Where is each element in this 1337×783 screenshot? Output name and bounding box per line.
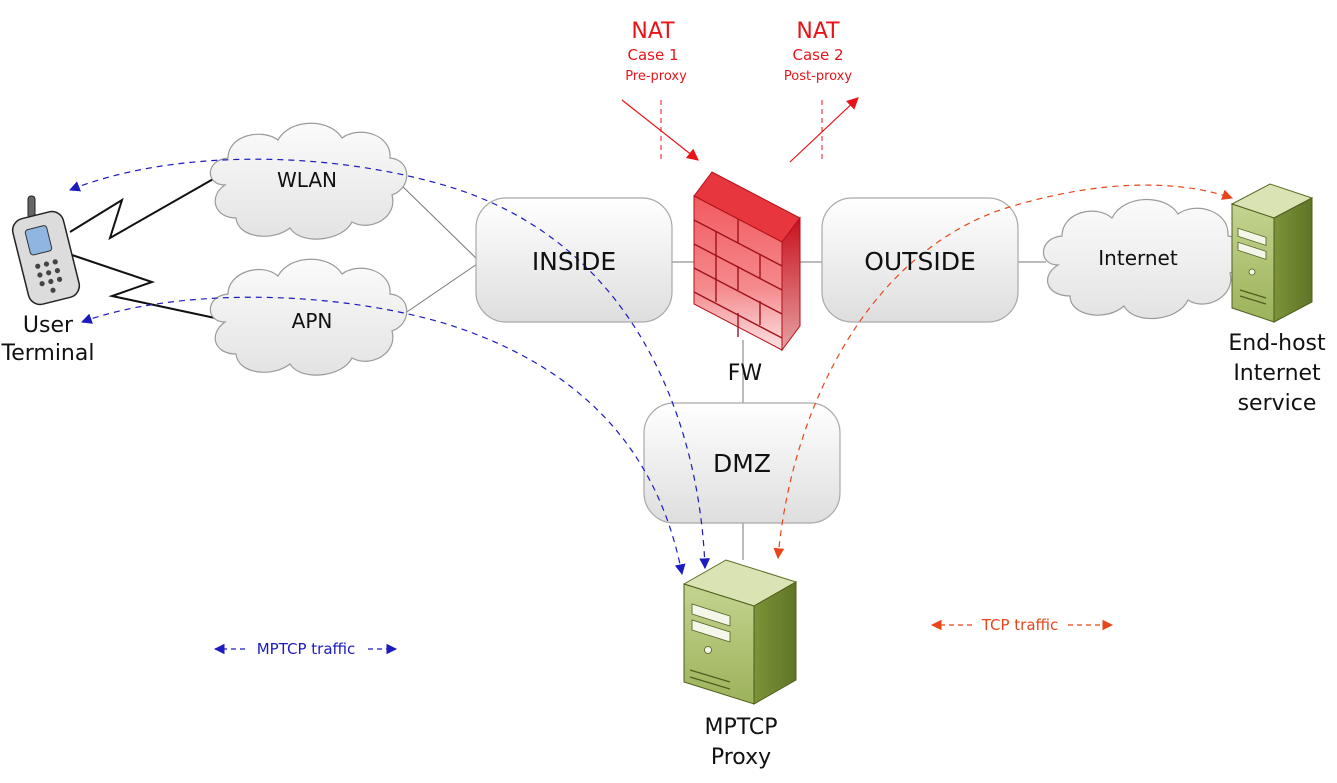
legend-tcp-label: TCP traffic <box>981 616 1059 634</box>
mptcp-path-wlan <box>68 158 711 570</box>
user-terminal-label-line-2: Terminal <box>1 341 95 366</box>
nat-case2-case: Case 2 <box>792 46 843 64</box>
nat-case1-arrow <box>621 99 699 161</box>
nat-annotations <box>621 97 859 163</box>
mobile-phone-icon <box>11 195 81 306</box>
fw-label: FW <box>728 361 763 386</box>
mptcp-path-apn <box>80 296 686 576</box>
end-host-label-line-2: Internet <box>1233 361 1321 386</box>
end-host-server-icon <box>1230 183 1314 323</box>
link-wlan-inside <box>397 181 481 263</box>
nat-case1-sub: Pre-proxy <box>625 69 687 84</box>
nat-case2-arrow <box>789 97 859 163</box>
outside-label: OUTSIDE <box>864 247 976 276</box>
tcp-path <box>773 184 1234 560</box>
mptcp-proxy-label-line-1: MPTCP <box>704 715 777 740</box>
apn-label: APN <box>292 309 333 333</box>
internet-label: Internet <box>1098 246 1178 270</box>
mptcp-traffic-paths <box>68 158 711 576</box>
nat-case2-title: NAT <box>796 19 840 44</box>
nat-case1-case: Case 1 <box>627 46 678 64</box>
link-apn-inside <box>397 261 481 319</box>
tcp-traffic-paths <box>773 184 1234 560</box>
wlan-label: WLAN <box>277 168 337 192</box>
user-terminal-label-line-1: User <box>23 313 74 338</box>
end-host-label-line-3: service <box>1238 391 1317 416</box>
legend <box>213 619 1114 655</box>
nat-case2-sub: Post-proxy <box>784 69 852 84</box>
dmz-label: DMZ <box>713 449 771 478</box>
radio-link-apn <box>71 254 216 319</box>
firewall-icon <box>693 171 801 352</box>
mptcp-proxy-label: MPTCP Proxy <box>704 715 777 770</box>
inside-label: INSIDE <box>532 247 616 276</box>
radio-link-wlan <box>69 177 216 241</box>
mptcp-proxy-server-icon <box>682 559 798 705</box>
nat-case1-title: NAT <box>631 19 675 44</box>
end-host-label-line-1: End-host <box>1228 331 1326 356</box>
radio-links <box>69 177 216 319</box>
mptcp-proxy-label-line-2: Proxy <box>711 745 771 770</box>
legend-mptcp-label: MPTCP traffic <box>257 640 356 658</box>
